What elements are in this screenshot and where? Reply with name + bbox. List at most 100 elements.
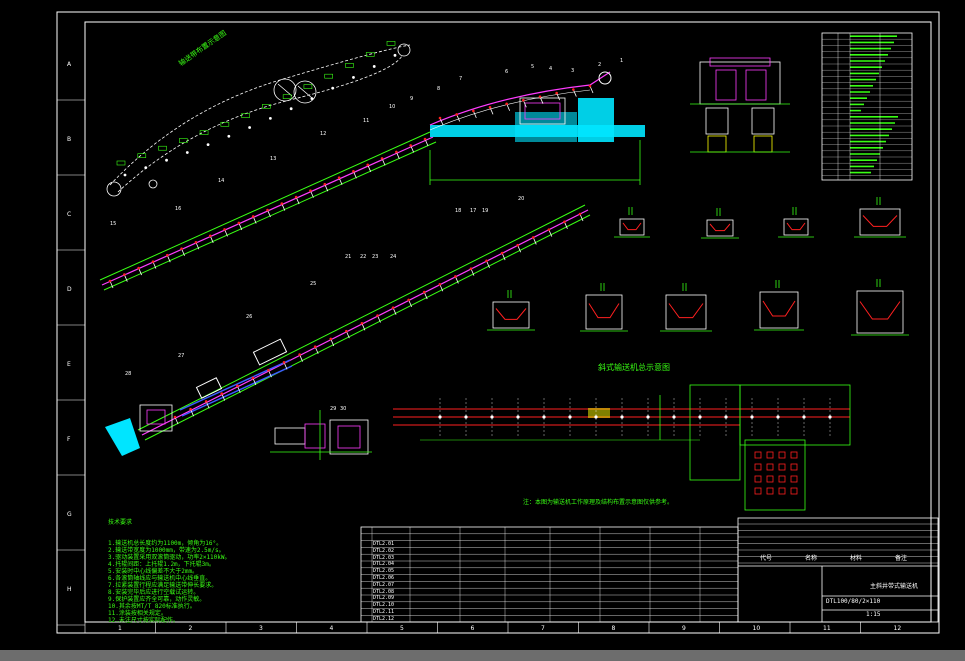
lower-idler-roller xyxy=(391,306,395,309)
lower-idler-roller xyxy=(376,314,379,317)
idler-detail-6 xyxy=(585,294,623,330)
lower-idler-roller xyxy=(454,275,457,278)
title-block-row-code: DTL2.04 xyxy=(373,561,395,568)
left-tick-label: D xyxy=(67,286,72,293)
upper-idler-roller xyxy=(395,150,398,154)
schematic-idler-dot xyxy=(227,134,231,138)
schematic-idler-dot xyxy=(144,166,148,170)
title-block-scale: 1:15 xyxy=(866,611,881,618)
title-block xyxy=(360,517,939,623)
plan-node xyxy=(776,415,780,419)
lower-idler-roller xyxy=(485,259,488,263)
note-line-10: 10.其余按MT/T 820标准执行。 xyxy=(108,603,196,610)
schematic-idler-dot xyxy=(206,143,210,147)
idler-detail-9 xyxy=(856,290,904,334)
lower-idler-roller xyxy=(469,267,473,270)
upper-idler-roller xyxy=(380,157,384,160)
head-idler-roller xyxy=(555,91,558,95)
lower-idler-roller xyxy=(313,345,317,349)
head-idler-roller xyxy=(522,98,525,102)
title-block-row-code: DTL2.12 xyxy=(373,615,395,622)
anchor-bolt xyxy=(754,451,762,459)
anchor-bolt xyxy=(778,475,786,483)
upper-idler-roller xyxy=(337,176,341,180)
upper-idler-roller xyxy=(309,189,312,192)
callout-24: 24 xyxy=(390,254,396,260)
callout-25: 25 xyxy=(310,281,316,287)
callout-4: 4 xyxy=(549,66,552,72)
idler-detail-8-trough xyxy=(762,300,796,317)
title-block-name: 主斜井带式输送机 xyxy=(870,583,919,590)
head-drive-station xyxy=(429,71,645,185)
left-tick-label: G xyxy=(67,511,72,518)
note-line-11: 11.涂装按相关规定。 xyxy=(108,610,167,617)
callout-23: 23 xyxy=(372,254,378,260)
bottom-tick-label: 1 xyxy=(118,625,122,632)
idler-detail-4 xyxy=(859,208,901,236)
title-block-grid xyxy=(361,523,938,622)
idler-detail-5-trough xyxy=(495,308,527,320)
lower-conveyor-section xyxy=(105,204,591,456)
drive-elevation-view xyxy=(690,57,790,153)
idler-detail-6-trough xyxy=(588,303,620,319)
upper-idler-roller xyxy=(352,169,355,173)
idler-detail-views-row2 xyxy=(487,279,909,336)
notes-heading: 技术要求 xyxy=(108,519,133,526)
callout-5: 5 xyxy=(531,64,534,70)
left-tick-label: F xyxy=(67,436,71,443)
bottom-tick-label: 9 xyxy=(682,625,686,632)
schematic-tag xyxy=(324,73,333,79)
title-block-header: 名称 xyxy=(805,555,818,562)
lower-idler-roller xyxy=(204,400,208,403)
section-plan-nodes xyxy=(438,398,832,495)
note-line-2: 2.输送带宽度为1000mm，带速为2.5m/s。 xyxy=(108,547,225,554)
parts-list-rows xyxy=(822,33,912,180)
upper-idler-roller xyxy=(294,195,298,199)
plan-node xyxy=(438,415,442,419)
note-line-4: 4.托辊间距：上托辊1.2m，下托辊3m。 xyxy=(108,561,215,568)
plan-node xyxy=(828,415,832,419)
schematic-tag xyxy=(199,130,209,135)
head-idler-roller xyxy=(438,116,442,120)
lower-idler-roller xyxy=(236,384,239,388)
callout-12: 12 xyxy=(320,131,326,137)
title-block-row-code: DTL2.05 xyxy=(373,568,395,575)
upper-idler-roller xyxy=(280,202,284,205)
callout-16: 16 xyxy=(175,206,181,212)
upper-idler-roller xyxy=(237,221,241,225)
upper-idler-roller xyxy=(194,240,198,244)
idler-detail-7-trough xyxy=(668,303,704,319)
lower-idler-roller xyxy=(563,220,566,224)
head-section-idlers xyxy=(438,84,594,126)
plan-node xyxy=(672,415,676,419)
lower-idler-roller xyxy=(407,298,410,302)
title-block-row-code: DTL2.08 xyxy=(373,588,395,595)
head-idler-roller xyxy=(572,88,575,91)
callout-13: 13 xyxy=(270,156,276,162)
idler-detail-3 xyxy=(783,218,809,236)
callout-20: 20 xyxy=(518,196,524,202)
callout-17: 17 xyxy=(470,208,476,214)
belt-layout-schematic xyxy=(106,43,411,197)
schematic-idler-dot xyxy=(352,76,355,79)
idler-detail-1-trough xyxy=(622,222,642,231)
lower-idler-roller xyxy=(360,322,364,325)
title-block-row-code: DTL2.02 xyxy=(373,547,395,554)
callout-22: 22 xyxy=(360,254,366,260)
callout-14: 14 xyxy=(218,178,224,184)
callout-19: 19 xyxy=(482,208,488,214)
note-line-8: 8.安装完毕后应进行空载试运转。 xyxy=(108,589,200,596)
technical-notes: 技术要求 1.输送机总长度约为1100m，倾角为16°。2.输送带宽度为1000… xyxy=(108,505,358,631)
idler-detail-5 xyxy=(492,301,530,329)
callout-21: 21 xyxy=(345,254,351,260)
callout-6: 6 xyxy=(505,69,508,75)
schematic-tag xyxy=(179,138,188,143)
bottom-tick-label: 7 xyxy=(541,625,545,632)
schematic-idler-dot xyxy=(393,53,397,57)
title-block-row-code: DTL2.07 xyxy=(373,581,395,588)
callout-11: 11 xyxy=(363,118,369,124)
callout-28: 28 xyxy=(125,371,131,377)
